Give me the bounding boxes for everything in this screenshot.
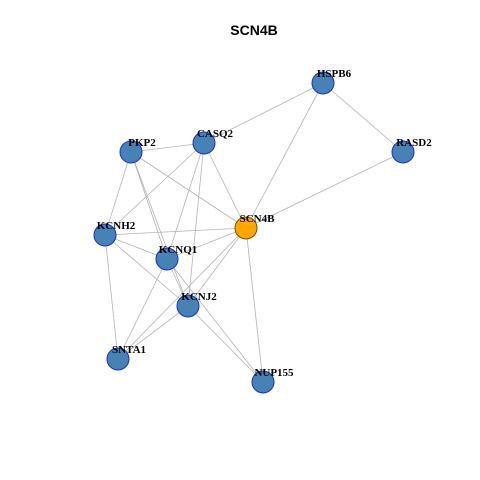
node-circle-hspb6 <box>311 71 335 95</box>
node-circle-snta1 <box>106 347 130 371</box>
node-snta1: SNTA1 <box>106 344 146 371</box>
node-circle-rasd2 <box>391 140 415 164</box>
node-nup155: NUP155 <box>251 367 294 394</box>
node-label-kcnj2: KCNJ2 <box>181 291 217 303</box>
edge-scn4b-nup155 <box>245 227 264 383</box>
node-label-pkp2: PKP2 <box>128 137 156 149</box>
node-label-hspb6: HSPB6 <box>317 68 352 80</box>
edge-kcnh2-scn4b <box>104 227 247 236</box>
edge-kcnh2-snta1 <box>104 234 119 360</box>
edge-scn4b-kcnj2 <box>187 227 247 307</box>
node-kcnh2: KCNH2 <box>93 220 136 247</box>
edge-kcnj2-nup155 <box>187 305 264 383</box>
edge-kcnq1-nup155 <box>166 258 264 383</box>
node-circle-kcnq1 <box>155 247 179 271</box>
node-circle-kcnh2 <box>93 223 117 247</box>
node-circle-pkp2 <box>119 140 143 164</box>
node-circle-kcnj2 <box>176 294 200 318</box>
edge-casq2-kcnh2 <box>104 142 205 236</box>
edge-hspb6-scn4b <box>245 82 324 229</box>
edge-casq2-kcnj2 <box>187 142 205 307</box>
edge-pkp2-kcnj2 <box>130 151 189 307</box>
node-circle-nup155 <box>251 370 275 394</box>
graph-title: SCN4B <box>230 22 277 38</box>
node-circle-scn4b <box>234 216 258 240</box>
edge-pkp2-casq2 <box>130 142 205 153</box>
node-label-kcnq1: KCNQ1 <box>159 244 198 256</box>
edge-kcnh2-kcnj2 <box>104 234 189 307</box>
node-scn4b: SCN4B <box>234 213 276 240</box>
node-label-rasd2: RASD2 <box>396 137 432 149</box>
edge-hspb6-rasd2 <box>322 82 404 153</box>
edge-kcnj2-snta1 <box>117 305 189 360</box>
node-label-scn4b: SCN4B <box>240 213 276 225</box>
node-circle-casq2 <box>192 131 216 155</box>
edge-scn4b-kcnq1 <box>166 227 247 260</box>
node-label-casq2: CASQ2 <box>197 128 234 140</box>
node-kcnq1: KCNQ1 <box>155 244 198 271</box>
edge-pkp2-kcnh2 <box>104 151 132 236</box>
edge-kcnq1-snta1 <box>117 258 168 360</box>
edge-layer <box>104 82 404 383</box>
node-pkp2: PKP2 <box>119 137 156 164</box>
node-rasd2: RASD2 <box>391 137 432 164</box>
edge-rasd2-scn4b <box>245 151 404 229</box>
node-casq2: CASQ2 <box>192 128 234 155</box>
edge-casq2-scn4b <box>203 142 247 229</box>
node-kcnj2: KCNJ2 <box>176 291 217 318</box>
node-label-nup155: NUP155 <box>254 367 294 379</box>
edge-pkp2-scn4b <box>130 151 247 229</box>
node-label-snta1: SNTA1 <box>112 344 146 356</box>
edge-hspb6-casq2 <box>203 82 324 144</box>
node-label-kcnh2: KCNH2 <box>97 220 136 232</box>
node-hspb6: HSPB6 <box>311 68 352 95</box>
edge-pkp2-kcnq1 <box>130 151 168 260</box>
edge-casq2-kcnq1 <box>166 142 205 260</box>
